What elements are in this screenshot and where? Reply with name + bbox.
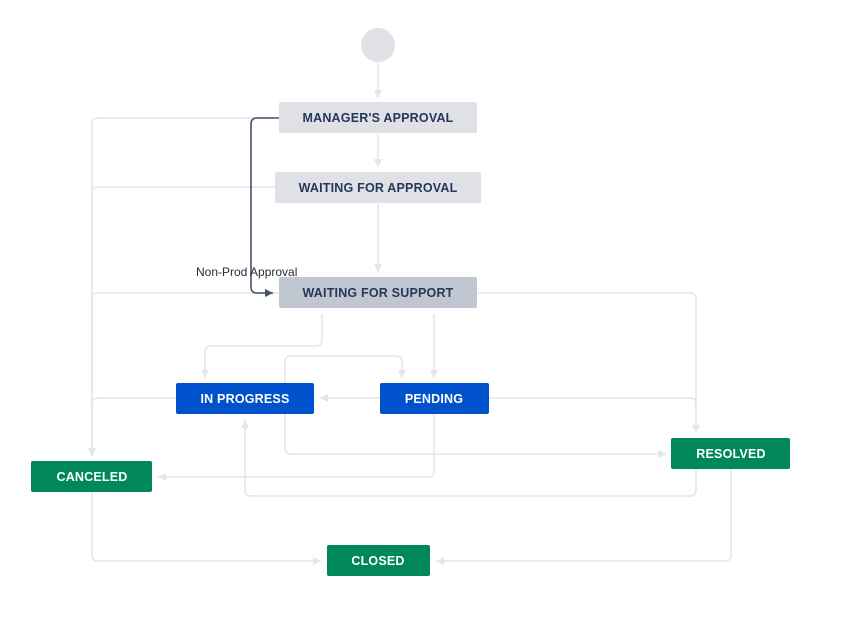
status-label-resolved: RESOLVED bbox=[696, 447, 765, 461]
status-canceled[interactable]: CANCELED bbox=[31, 461, 152, 492]
transition-connectors bbox=[88, 62, 732, 565]
connector-in-progress-to-pending[interactable] bbox=[284, 355, 406, 384]
connector-in-progress-to-resolved[interactable] bbox=[284, 414, 666, 458]
connector-managers-to-canceled[interactable] bbox=[88, 117, 279, 456]
start-node bbox=[361, 28, 395, 62]
status-label-managers-approval: MANAGER'S APPROVAL bbox=[302, 111, 453, 125]
connector-waiting-approval-to-canceled[interactable] bbox=[91, 186, 275, 400]
status-waiting-for-approval[interactable]: WAITING FOR APPROVAL bbox=[275, 172, 481, 203]
connector-waiting-support-to-resolved[interactable] bbox=[478, 292, 700, 433]
status-label-closed: CLOSED bbox=[351, 554, 404, 568]
status-label-pending: PENDING bbox=[405, 392, 463, 406]
status-label-waiting-for-approval: WAITING FOR APPROVAL bbox=[299, 181, 458, 195]
status-resolved[interactable]: RESOLVED bbox=[671, 438, 790, 469]
status-managers-approval[interactable]: MANAGER'S APPROVAL bbox=[279, 102, 477, 133]
connector-non-prod-approval[interactable] bbox=[250, 117, 279, 297]
connector-canceled-to-closed[interactable] bbox=[91, 492, 321, 565]
status-in-progress[interactable]: IN PROGRESS bbox=[176, 383, 314, 414]
status-waiting-for-support[interactable]: WAITING FOR SUPPORT bbox=[279, 277, 477, 308]
connector-waiting-support-to-canceled[interactable] bbox=[91, 292, 279, 400]
status-label-canceled: CANCELED bbox=[56, 470, 127, 484]
connector-waiting-support-to-in-progress[interactable] bbox=[201, 314, 323, 378]
connector-pending-to-resolved[interactable] bbox=[489, 397, 697, 433]
status-label-in-progress: IN PROGRESS bbox=[200, 392, 289, 406]
connector-resolved-to-in-progress[interactable] bbox=[241, 420, 697, 497]
connector-pending-to-canceled[interactable] bbox=[158, 414, 435, 481]
status-pending[interactable]: PENDING bbox=[380, 383, 489, 414]
status-closed[interactable]: CLOSED bbox=[327, 545, 430, 576]
transition-label-non-prod-approval: Non-Prod Approval bbox=[196, 265, 297, 279]
connector-resolved-to-closed[interactable] bbox=[436, 469, 732, 565]
connector-in-progress-to-canceled[interactable] bbox=[88, 397, 176, 456]
status-label-waiting-for-support: WAITING FOR SUPPORT bbox=[302, 286, 453, 300]
